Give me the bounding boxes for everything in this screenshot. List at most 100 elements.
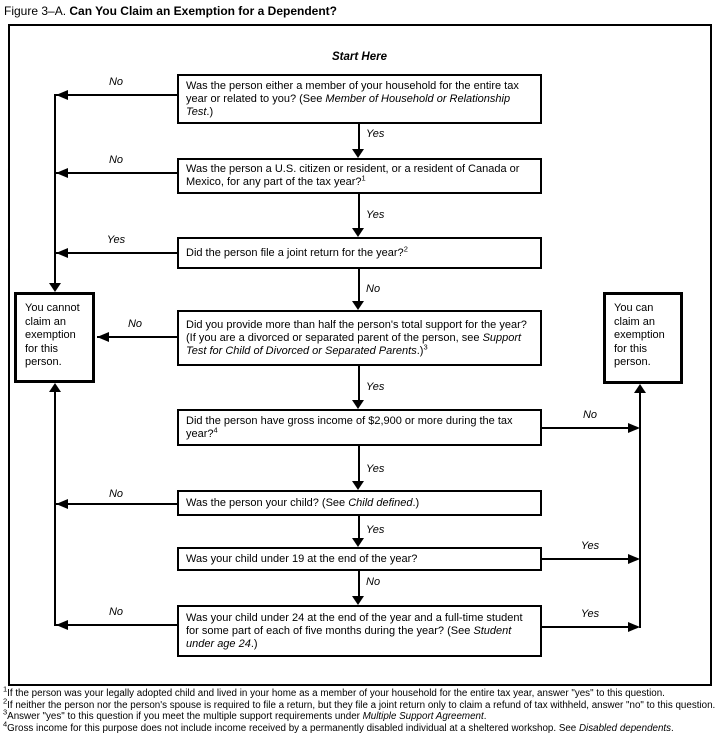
footnote-ref: 1	[361, 173, 366, 183]
edge-label-yes: Yes	[580, 608, 600, 620]
question-box-household: Was the person either a member of your h…	[177, 74, 542, 124]
question-text: Did the person have gross income of $2,9…	[186, 415, 533, 441]
question-text-em: Child defined	[348, 496, 413, 509]
edge-label-no: No	[108, 154, 124, 166]
footnote-text: If the person was your legally adopted c…	[7, 688, 665, 699]
question-text-em: Member of Household or Relationship Test	[186, 92, 511, 118]
question-box-citizen: Was the person a U.S. citizen or residen…	[177, 158, 542, 194]
edge-label-yes: Yes	[366, 381, 385, 393]
question-box-support: Did you provide more than half the perso…	[177, 310, 542, 366]
edge-label-no: No	[582, 409, 598, 421]
question-text-post: .)	[250, 637, 258, 650]
figure-number: Figure 3–A.	[4, 4, 67, 18]
footnote-marker: 4	[3, 719, 8, 729]
arrow-down-icon	[352, 481, 364, 490]
edge-label-yes: Yes	[366, 128, 385, 140]
question-text-pre: Was your child under 24 at the end of th…	[186, 611, 523, 637]
question-text-em: Support Test for Child of Divorced or Se…	[186, 331, 522, 357]
arrow-left-icon	[56, 620, 68, 630]
arrow-left-icon	[56, 90, 68, 100]
connector-line	[542, 427, 628, 429]
edge-label-no: No	[108, 606, 124, 618]
connector-line	[358, 571, 360, 596]
edge-label-no: No	[366, 283, 381, 295]
outcome-box-can-claim: You can claim an exemption for this pers…	[603, 292, 683, 384]
connector-line	[358, 194, 360, 228]
footnote-2: 2If neither the person nor the person's …	[3, 697, 719, 711]
arrow-left-icon	[56, 248, 68, 258]
question-text-post: .)	[412, 496, 420, 509]
question-text-em: Student under age 24	[186, 624, 512, 650]
arrow-right-icon	[628, 554, 640, 564]
arrow-down-icon	[352, 228, 364, 237]
question-text-post: .)	[416, 344, 424, 357]
edge-label-no: No	[108, 488, 124, 500]
footnote-ref: 3	[423, 341, 428, 351]
question-box-your-child: Was the person your child? (See Child de…	[177, 490, 542, 516]
figure-border	[8, 24, 712, 686]
footnote-ref: 4	[213, 424, 218, 434]
edge-label-no: No	[127, 318, 143, 330]
question-text-pre: Did the person file a joint return for t…	[186, 246, 404, 259]
figure-title-text: Can You Claim an Exemption for a Depende…	[69, 4, 337, 18]
footnote-text-em: Multiple Support Agreement	[362, 711, 484, 723]
connector-line	[56, 503, 177, 505]
footnote-text-post: .	[671, 723, 674, 735]
question-text: Was your child under 19 at the end of th…	[186, 553, 417, 566]
edge-label-yes: Yes	[366, 524, 385, 536]
footnote-text-post: .	[483, 711, 487, 723]
left-rail-line	[54, 94, 56, 284]
arrow-down-icon	[352, 149, 364, 158]
arrow-up-icon	[634, 384, 646, 393]
footnote-3: 3Answer "yes" to this question if you me…	[3, 708, 719, 723]
question-text-pre: Was your child under 19 at the end of th…	[186, 552, 418, 565]
question-box-joint-return: Did the person file a joint return for t…	[177, 237, 542, 269]
question-text-post: .)	[206, 105, 214, 118]
outcome-box-cannot-claim: You cannot claim an exemption for this p…	[14, 292, 95, 383]
footnote-text: If neither the person nor the person's s…	[7, 699, 716, 711]
footnote-text-em: Disabled dependents	[578, 723, 672, 735]
edge-label-yes: Yes	[580, 540, 600, 552]
question-box-under-24-student: Was your child under 24 at the end of th…	[177, 605, 542, 657]
question-text-pre: Did the person have gross income of $2,9…	[186, 414, 513, 440]
arrow-down-icon	[352, 596, 364, 605]
arrow-down-icon	[352, 301, 364, 310]
arrow-left-icon	[97, 332, 109, 342]
arrow-right-icon	[628, 423, 640, 433]
edge-label-yes: Yes	[106, 234, 126, 246]
footnote-marker: 3	[3, 708, 8, 718]
question-text-pre: Did you provide more than half the perso…	[186, 318, 527, 344]
arrow-right-icon	[628, 622, 640, 632]
connector-line	[542, 626, 628, 628]
arrow-left-icon	[56, 499, 68, 509]
arrow-left-icon	[56, 168, 68, 178]
question-box-under-19: Was your child under 19 at the end of th…	[177, 547, 542, 571]
arrow-down-icon	[352, 538, 364, 547]
footnote-marker: 2	[3, 696, 8, 706]
arrow-down-icon	[352, 400, 364, 409]
footnote-text: Gross income for this purpose does not i…	[7, 723, 579, 735]
edge-label-yes: Yes	[366, 463, 385, 475]
footnote-text: Answer "yes" to this question if you mee…	[7, 711, 363, 723]
edge-label-yes: Yes	[366, 209, 385, 221]
footnote-1: 1If the person was your legally adopted …	[3, 684, 719, 699]
connector-line	[358, 269, 360, 301]
question-text: Was the person either a member of your h…	[186, 80, 533, 119]
start-here-label: Start Here	[332, 51, 387, 63]
question-text-pre: Was the person your child? (See	[186, 496, 349, 509]
connector-line	[542, 558, 628, 560]
edge-label-no: No	[366, 576, 381, 588]
outcome-cannot-text: You cannot claim an exemption for this p…	[25, 302, 80, 368]
question-text: Was the person a U.S. citizen or residen…	[186, 163, 533, 189]
arrow-up-icon	[49, 383, 61, 392]
connector-line	[358, 516, 360, 538]
connector-line	[358, 446, 360, 481]
left-rail-line	[54, 392, 56, 626]
footnote-marker: 1	[3, 684, 8, 694]
footnotes: 1If the person was your legally adopted …	[3, 684, 719, 735]
arrow-down-icon	[49, 283, 61, 292]
connector-line	[56, 252, 177, 254]
figure-title: Figure 3–A. Can You Claim an Exemption f…	[4, 4, 337, 18]
connector-line	[56, 172, 177, 174]
